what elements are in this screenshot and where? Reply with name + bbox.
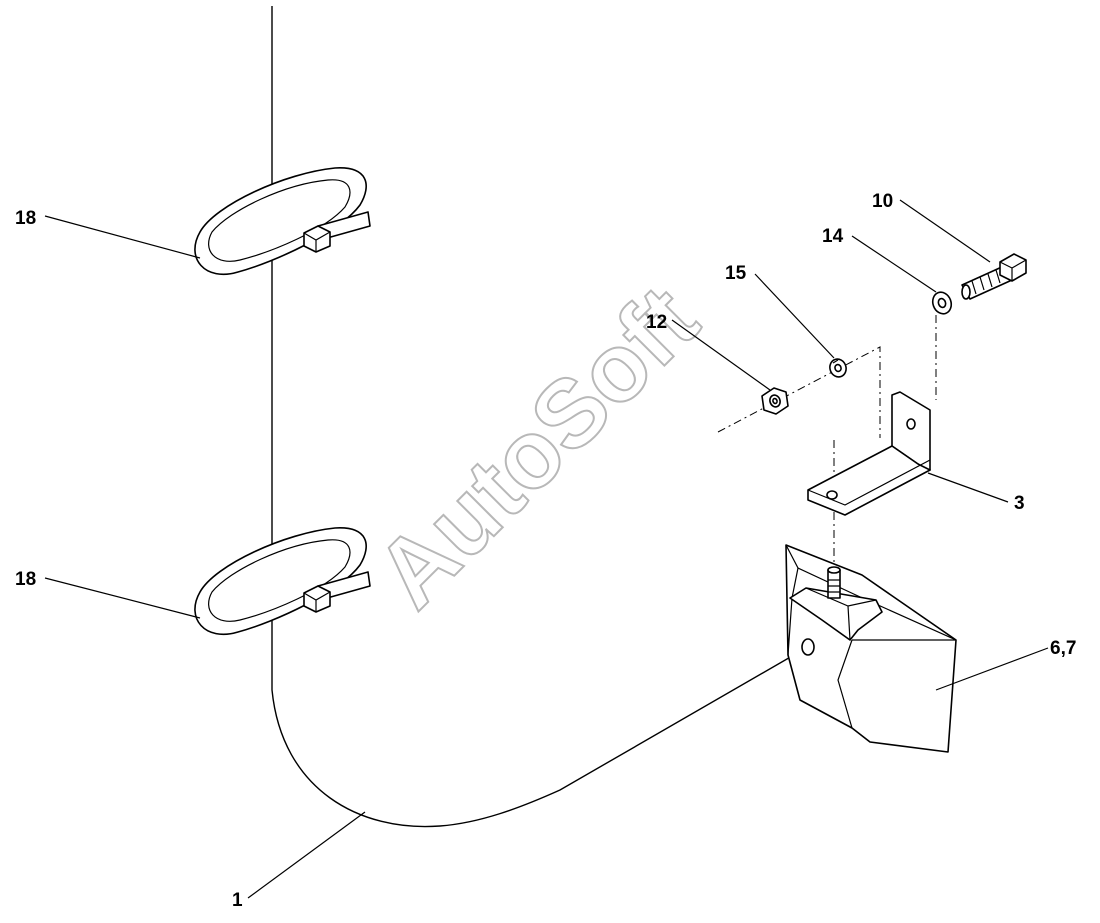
callout-6-7: 6,7 — [1050, 638, 1076, 659]
callout-14: 14 — [822, 226, 844, 247]
bracket-part-3 — [807, 391, 931, 516]
callout-18-upper: 18 — [15, 208, 36, 229]
callout-1: 1 — [232, 890, 243, 911]
lamp-housing-part-6-7 — [785, 544, 957, 753]
washer-part-14 — [931, 291, 953, 315]
nut-part-12 — [761, 387, 789, 415]
cable-tie-upper — [194, 167, 371, 275]
callout-18-lower: 18 — [15, 569, 36, 590]
callout-10: 10 — [872, 191, 893, 212]
cable-tie-lower — [194, 527, 371, 635]
callout-12: 12 — [646, 312, 667, 333]
leader-lines — [44, 199, 1049, 899]
callout-15: 15 — [725, 263, 747, 284]
bolt-part-10 — [961, 253, 1027, 300]
callout-3: 3 — [1014, 493, 1025, 514]
lock-washer-part-15 — [829, 358, 847, 378]
